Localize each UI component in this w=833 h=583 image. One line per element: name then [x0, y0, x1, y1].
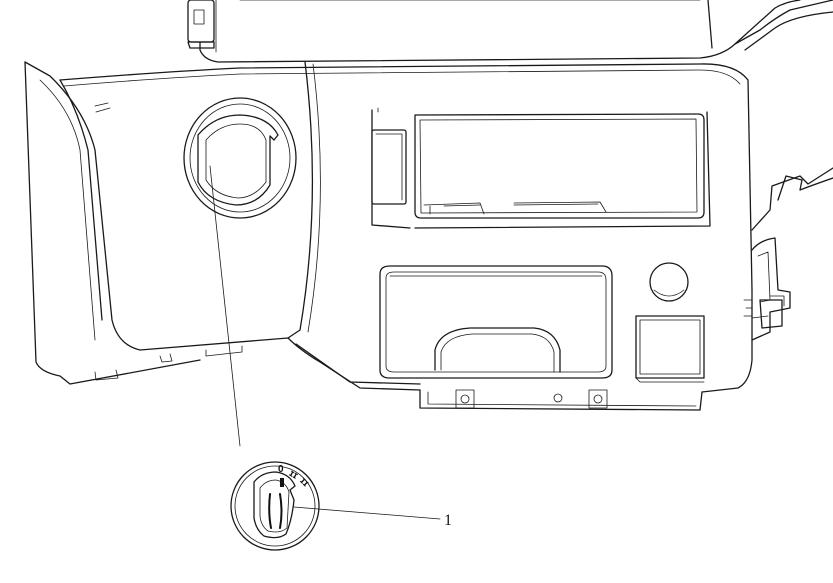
leader-line: [209, 165, 241, 447]
main-dash-panel: [24, 61, 753, 411]
dial-mark-off: 0: [278, 464, 284, 475]
storage-tray: [379, 265, 613, 379]
upper-dash-strip: [199, 0, 833, 63]
upper-switch: [187, 0, 215, 49]
square-button: [635, 315, 705, 383]
light-switch-knob: 0 ɪɪ ɪɪ: [230, 461, 320, 551]
callout-label-1: 1: [444, 512, 452, 529]
dial-mark-position-1: ɪɪ: [287, 468, 300, 482]
mounting-tabs: [455, 389, 608, 409]
round-button: [649, 262, 689, 302]
right-bracket: [743, 167, 833, 341]
upper-recess: [371, 107, 711, 229]
switch-bezel: [183, 97, 297, 219]
callout-line: [293, 506, 441, 520]
